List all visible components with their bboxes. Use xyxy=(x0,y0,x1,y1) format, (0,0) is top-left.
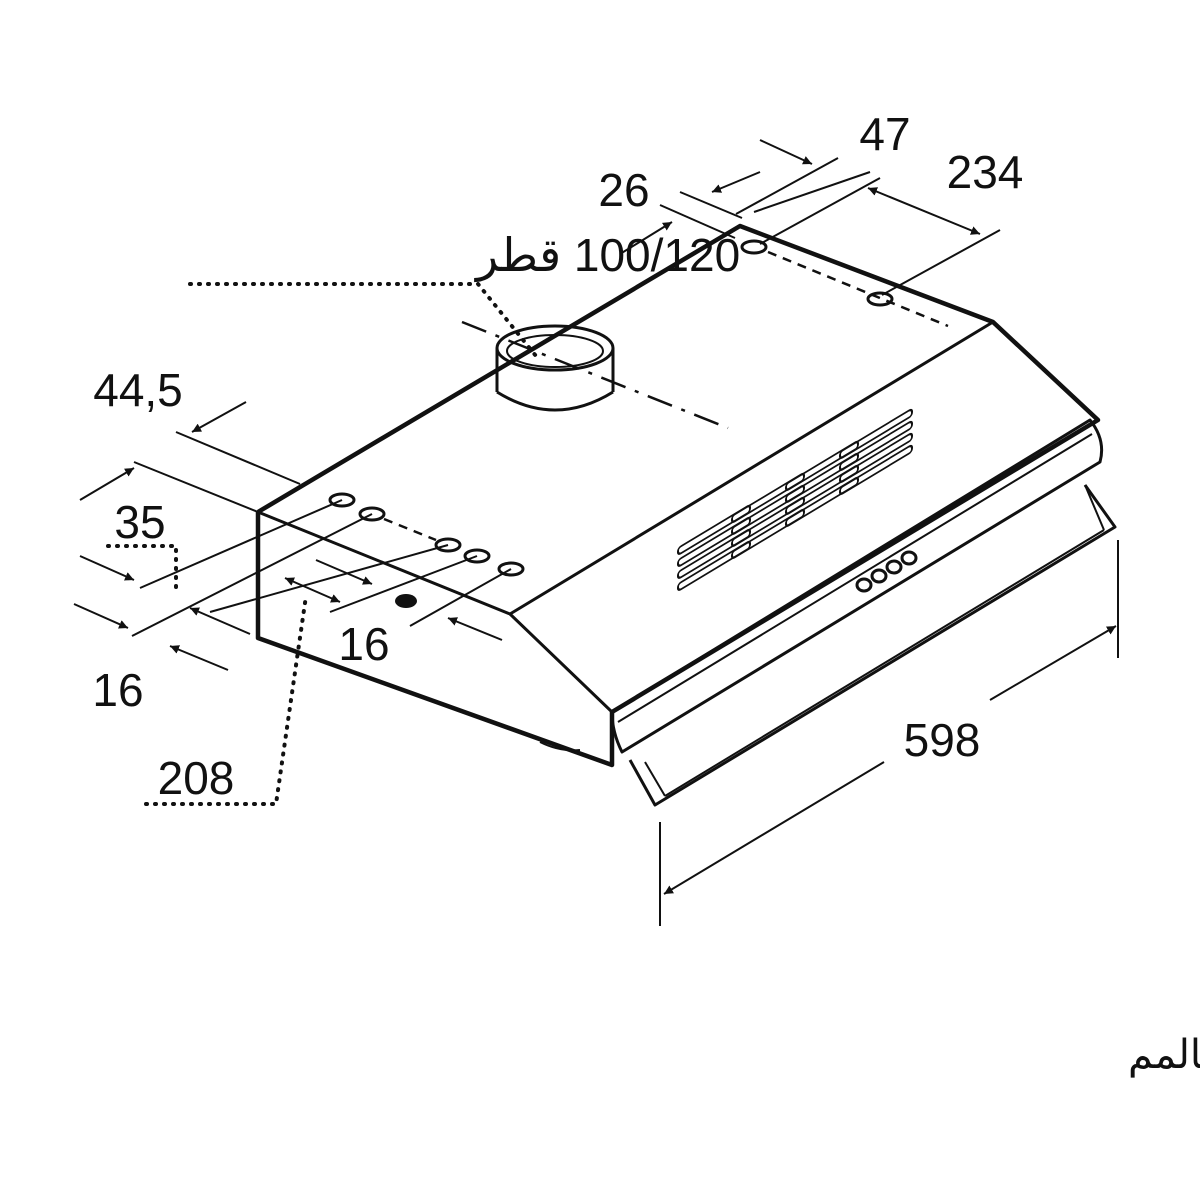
leader-35 xyxy=(106,544,178,590)
button-1 xyxy=(855,577,873,593)
duct-top-ellipse xyxy=(495,324,615,372)
hood-body xyxy=(255,223,1117,807)
cable-entry-hole xyxy=(395,594,417,608)
hole-side-5 xyxy=(497,561,525,577)
label-16-left: 16 xyxy=(92,664,143,716)
arrow-16-left-a xyxy=(73,603,129,629)
leader-diameter xyxy=(188,282,538,358)
arrow-47-b xyxy=(711,171,761,193)
control-buttons xyxy=(855,550,918,593)
label-47: 47 xyxy=(859,108,910,160)
filter-tray-inner-right xyxy=(1084,484,1105,531)
hole-side-2 xyxy=(358,506,386,522)
ext-35 xyxy=(139,499,343,589)
hole-side-4 xyxy=(463,548,491,564)
ext-top-left xyxy=(133,461,259,513)
button-2 xyxy=(870,568,888,584)
units-note: القياسات بالمم xyxy=(1128,1032,1200,1078)
ext-47-left xyxy=(735,157,839,215)
label-598: 598 xyxy=(904,714,981,766)
hood-front-highlight xyxy=(617,433,1093,723)
arrow-234 xyxy=(867,187,981,235)
duct-collar xyxy=(461,320,729,430)
duct-bottom-curve xyxy=(496,390,614,412)
arrow-35-bottom xyxy=(79,555,135,581)
label-208: 208 xyxy=(158,752,235,804)
hole-top-left xyxy=(740,239,768,255)
dimension-labels: 100/120 قطر 47 234 26 44,5 35 16 16 208 … xyxy=(92,108,1200,1078)
arrow-26 xyxy=(619,221,673,255)
arrow-16-mid-c xyxy=(447,617,503,641)
ext-26-bottom xyxy=(659,204,736,239)
arrow-16-left-b xyxy=(169,645,229,671)
label-diameter: 100/120 قطر xyxy=(474,229,740,283)
label-16-mid: 16 xyxy=(338,618,389,670)
duct-centerline xyxy=(461,320,729,430)
dotted-leaders xyxy=(106,282,538,806)
hood-slope-top-edge xyxy=(509,320,994,616)
holes-side-dashed-line xyxy=(383,517,437,542)
button-4 xyxy=(900,550,918,566)
ext-26-top xyxy=(679,191,743,219)
ext-234-left xyxy=(759,177,881,245)
hood-left-side xyxy=(255,512,615,768)
hole-top-right xyxy=(866,291,894,307)
ext-234-right xyxy=(881,229,1001,296)
ext-16-mid xyxy=(329,555,478,613)
holes-top-dashed-line xyxy=(767,250,949,328)
arrow-44-5 xyxy=(191,401,247,433)
arrow-side-depth xyxy=(189,607,251,635)
hood-bottom-lip xyxy=(539,741,581,752)
arrow-16-mid-a xyxy=(315,559,373,585)
hole-side-1 xyxy=(328,492,356,508)
label-35: 35 xyxy=(114,496,165,548)
hood-front-panel xyxy=(610,418,1104,754)
arrow-47-a xyxy=(759,139,813,165)
label-26: 26 xyxy=(598,164,649,216)
ext-16-left xyxy=(131,513,373,637)
dimension-lines xyxy=(73,139,1119,926)
vent-grille xyxy=(677,408,913,591)
filter-tray-inner-edge xyxy=(664,529,1105,797)
arrow-598-left xyxy=(663,761,885,895)
ext-47-right xyxy=(753,171,871,213)
arrow-35-top xyxy=(79,467,135,501)
arrow-598-right xyxy=(989,625,1117,701)
hood-slope-side-edge xyxy=(508,612,614,714)
duct-inner-ellipse xyxy=(506,334,604,368)
fixing-holes xyxy=(328,239,949,608)
filter-tray xyxy=(628,484,1117,807)
ext-44-5 xyxy=(175,431,301,485)
filter-tray-inner-left xyxy=(644,761,666,797)
label-234: 234 xyxy=(947,146,1024,198)
label-44-5: 44,5 xyxy=(93,364,183,416)
hole-side-3 xyxy=(434,537,462,553)
arrow-16-mid-b xyxy=(284,577,341,603)
leader-208 xyxy=(144,594,308,806)
ext-16-mid-b xyxy=(409,568,512,627)
button-3 xyxy=(885,559,903,575)
